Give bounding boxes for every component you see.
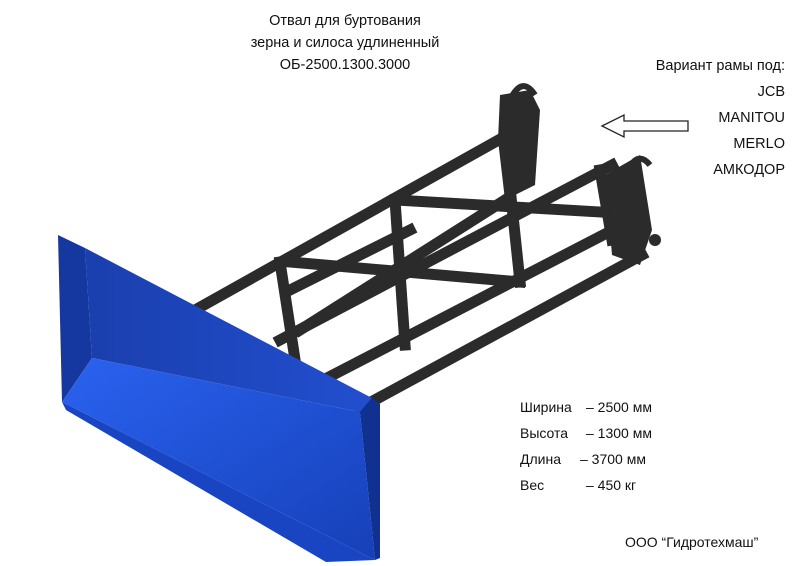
frame-variant-item: MANITOU (718, 110, 785, 126)
spec-value: – 1300 мм (586, 425, 652, 441)
arrow-left-icon (600, 113, 689, 139)
spec-row: Вес – 450 кг (520, 472, 690, 498)
company-name: ООО “Гидротехмаш” (625, 534, 759, 550)
title-model: ОБ-2500.1300.3000 (279, 57, 411, 73)
product-title: Отвал для буртования зерна и силоса удли… (210, 10, 480, 76)
spec-value: – 450 кг (586, 477, 637, 493)
spec-row: Длина – 3700 мм (520, 446, 690, 472)
specs: Ширина – 2500 мм Высота – 1300 мм Длина … (520, 394, 690, 498)
spec-label: Ширина (520, 399, 572, 415)
spec-label: Длина (520, 451, 561, 467)
frame-mount (498, 83, 661, 265)
frame-variant-item: JCB (757, 84, 785, 100)
frame-variant-item: MERLO (733, 136, 785, 152)
frame-variant-item: АМКОДОР (713, 162, 785, 178)
title-line: зерна и силоса удлиненный (250, 35, 440, 51)
spec-row: Ширина – 2500 мм (520, 394, 690, 420)
spec-label: Высота (520, 425, 569, 441)
blade (58, 235, 380, 562)
frame-variants: Вариант рамы под: JCB MANITOU MERLO АМКО… (600, 53, 785, 183)
spec-value: – 2500 мм (586, 399, 652, 415)
frame-variants-heading: Вариант рамы под: (655, 58, 785, 74)
spec-label: Вес (520, 477, 545, 493)
spec-row: Высота – 1300 мм (520, 420, 690, 446)
title-line: Отвал для буртования (269, 13, 421, 29)
spec-value: – 3700 мм (580, 451, 646, 467)
frame (187, 120, 650, 416)
